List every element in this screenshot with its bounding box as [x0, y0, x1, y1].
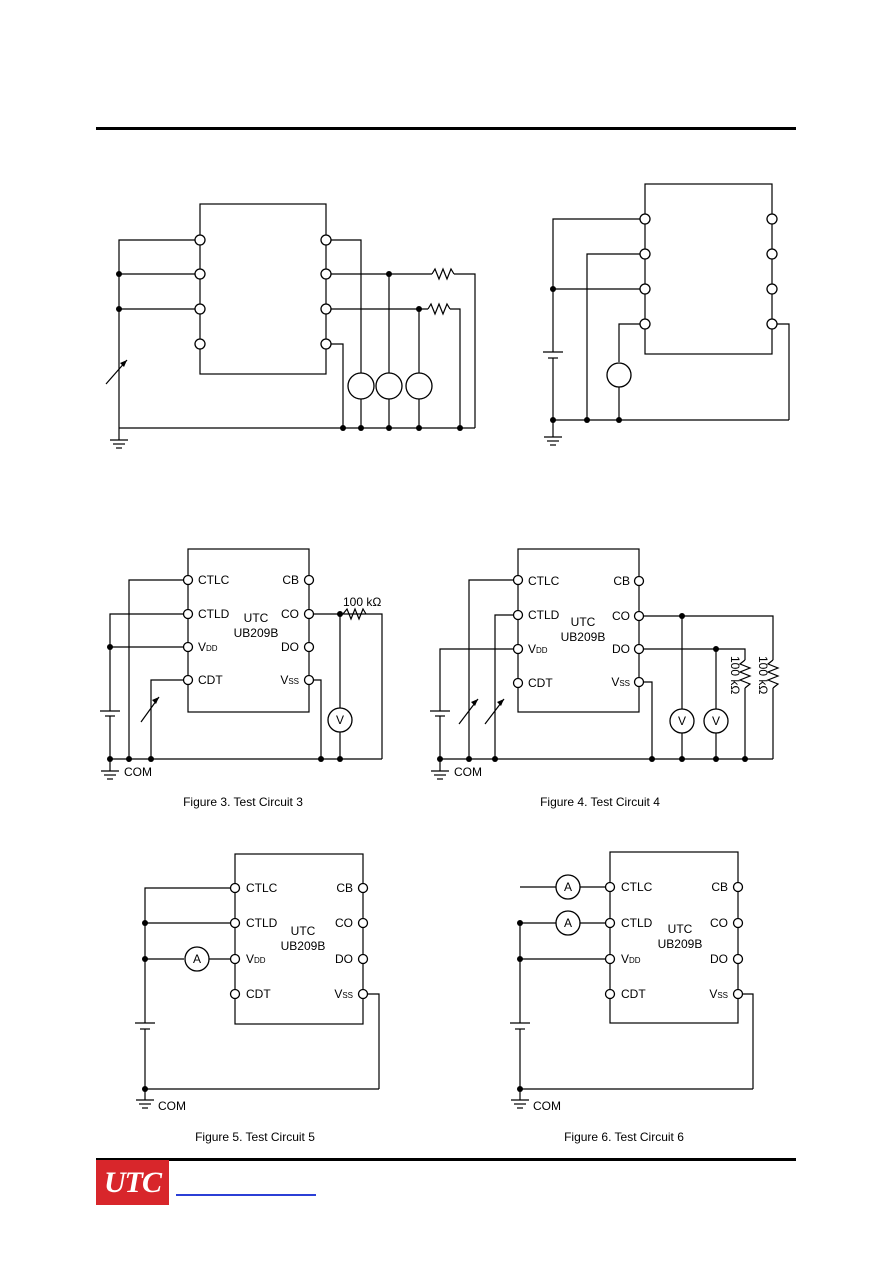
svg-text:VSS: VSS [280, 673, 299, 687]
ground-label: COM [124, 765, 152, 779]
utc-logo-text: UTC [104, 1165, 162, 1199]
pin-label-vdd: V [246, 952, 254, 966]
pin-label-vdd-sub: DD [206, 644, 218, 653]
pin-label-ctld: CTLD [621, 916, 653, 930]
svg-text:VDD: VDD [621, 952, 641, 966]
pin-label-vdd-sub: DD [254, 956, 266, 965]
svg-text:VSS: VSS [334, 987, 353, 1001]
pin-label-vdd: V [528, 642, 536, 656]
pin-label-cb: CB [711, 880, 728, 894]
circuit-fig2 [543, 183, 790, 446]
utc-logo: UTC [96, 1160, 169, 1205]
svg-text:VSS: VSS [709, 987, 728, 1001]
chip-label-utc: UTC [291, 924, 316, 938]
figure-caption: Figure 3. Test Circuit 3 [183, 795, 303, 809]
ground-label: COM [533, 1099, 561, 1113]
pin-label-vss-sub: SS [342, 991, 353, 1000]
pin-label-ctlc: CTLC [621, 880, 653, 894]
circuit-fig1 [105, 203, 476, 449]
circuit-fig6: CTLC CTLD VDD CDT CB CO DO VSS UTC UB209… [510, 851, 754, 1144]
header-rule [96, 127, 796, 130]
pin-label-ctld: CTLD [198, 607, 230, 621]
pin-label-vss: V [334, 987, 342, 1001]
pin-label-ctlc: CTLC [198, 573, 230, 587]
pin-label-cdt: CDT [621, 987, 646, 1001]
circuit-fig3: CTLC CTLD VDD CDT CB CO DO VSS UTC UB209… [100, 548, 383, 809]
meter-circle-3 [405, 372, 433, 400]
chip-label-utc: UTC [668, 922, 693, 936]
circuit-fig5: CTLC CTLD VDD CDT CB CO DO VSS UTC UB209… [135, 853, 380, 1144]
pin-label-vss-sub: SS [619, 679, 630, 688]
pin-label-co: CO [612, 609, 630, 623]
ammeter-label-2: A [564, 916, 572, 930]
pin-label-co: CO [710, 916, 728, 930]
chip-label-part: UB209B [561, 630, 606, 644]
pin-label-cdt: CDT [528, 676, 553, 690]
chip-label-utc: UTC [244, 611, 269, 625]
pin-label-vdd: V [198, 640, 206, 654]
voltmeter-label-1: V [678, 714, 686, 728]
voltmeter-label-2: V [712, 714, 720, 728]
chip-label-utc: UTC [571, 615, 596, 629]
pin-label-cb: CB [336, 881, 353, 895]
pin-label-co: CO [281, 607, 299, 621]
pin-label-do: DO [281, 640, 299, 654]
pin-label-ctld: CTLD [246, 916, 278, 930]
pin-label-co: CO [335, 916, 353, 930]
figure-caption: Figure 6. Test Circuit 6 [564, 1130, 684, 1144]
pin-label-ctld: CTLD [528, 608, 560, 622]
svg-text:VDD: VDD [528, 642, 548, 656]
resistor-label-1: 100 kΩ [728, 656, 742, 694]
pin-label-vdd: V [621, 952, 629, 966]
chip-label-part: UB209B [658, 937, 703, 951]
pin-label-do: DO [612, 642, 630, 656]
pin-label-vss-sub: SS [717, 991, 728, 1000]
pin-label-vss: V [709, 987, 717, 1001]
pin-label-cdt: CDT [198, 673, 223, 687]
circuit-fig4: CTLC CTLD VDD CDT CB CO DO VSS UTC UB209… [430, 548, 780, 809]
pin-label-do: DO [335, 952, 353, 966]
pin-label-cdt: CDT [246, 987, 271, 1001]
pin-label-cb: CB [613, 574, 630, 588]
chip-label-part: UB209B [281, 939, 326, 953]
svg-text:VDD: VDD [246, 952, 266, 966]
chip-label-part: UB209B [234, 626, 279, 640]
voltmeter-label: V [336, 713, 344, 727]
resistor-label: 100 kΩ [343, 595, 381, 609]
pin-label-vdd-sub: DD [629, 956, 641, 965]
pin-label-do: DO [710, 952, 728, 966]
footer-rule [96, 1158, 796, 1161]
pin-label-vss: V [280, 673, 288, 687]
pin-label-vss-sub: SS [288, 677, 299, 686]
website-link[interactable] [176, 1194, 316, 1196]
ammeter-label-1: A [564, 880, 572, 894]
pin-label-ctlc: CTLC [246, 881, 278, 895]
svg-text:VSS: VSS [611, 675, 630, 689]
ground-label: COM [158, 1099, 186, 1113]
meter-circle-2 [375, 372, 403, 400]
pin-label-cb: CB [282, 573, 299, 587]
ground-label: COM [454, 765, 482, 779]
meter-circle-1 [347, 372, 375, 400]
resistor-label-2: 100 kΩ [756, 656, 770, 694]
meter-circle [606, 362, 632, 388]
svg-text:VDD: VDD [198, 640, 218, 654]
figure-caption: Figure 5. Test Circuit 5 [195, 1130, 315, 1144]
pin-label-vss: V [611, 675, 619, 689]
figure-caption: Figure 4. Test Circuit 4 [540, 795, 660, 809]
pin-label-ctlc: CTLC [528, 574, 560, 588]
pin-label-vdd-sub: DD [536, 646, 548, 655]
ammeter-label: A [193, 952, 201, 966]
